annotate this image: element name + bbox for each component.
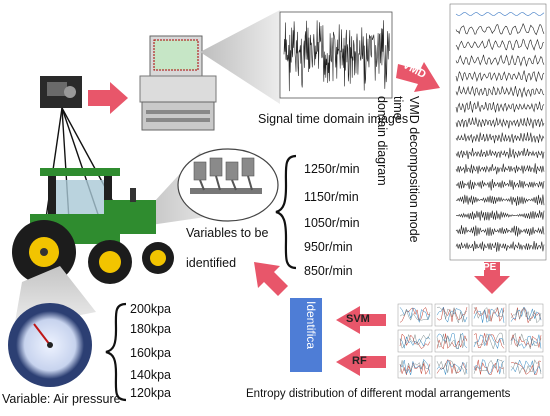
pressure-gauge-image bbox=[8, 303, 92, 387]
entropy-trace bbox=[399, 333, 431, 349]
variable-air-pressure-label: Variable: Air pressure bbox=[2, 392, 121, 406]
pressure-value: 140kpa bbox=[130, 368, 172, 382]
vmd-title-line1: VMD decomposition mode time bbox=[391, 96, 421, 243]
signal-time-domain-label: Signal time domain images bbox=[258, 112, 409, 126]
arrow-vmd bbox=[396, 62, 440, 92]
entropy-trace bbox=[510, 359, 542, 376]
entropy-trace bbox=[510, 359, 542, 375]
entropy-trace bbox=[436, 359, 468, 375]
vmd-mode-trace bbox=[455, 70, 545, 82]
sensor-photo bbox=[40, 76, 82, 108]
entropy-trace bbox=[436, 306, 468, 322]
vmd-title-label: VMD decomposition mode time domain diagr… bbox=[374, 96, 422, 266]
arrow-label-pe: PE bbox=[483, 262, 497, 273]
entropy-trace bbox=[399, 361, 431, 376]
entropy-trace bbox=[510, 332, 542, 350]
entropy-trace bbox=[399, 308, 431, 321]
entropy-trace bbox=[473, 333, 505, 350]
entropy-trace bbox=[510, 334, 542, 349]
vmd-mode-plot bbox=[449, 3, 547, 261]
arrow-rf bbox=[336, 348, 386, 376]
entropy-subplot bbox=[471, 355, 507, 379]
identifica-box bbox=[290, 298, 322, 372]
daq-equipment bbox=[139, 35, 217, 131]
tractor-image bbox=[12, 168, 174, 284]
entropy-subplot bbox=[471, 329, 507, 353]
vmd-mode-trace bbox=[455, 240, 545, 252]
vmd-title-line2: domain diagram bbox=[375, 96, 389, 186]
entropy-trace bbox=[436, 333, 468, 349]
entropy-trace bbox=[510, 307, 542, 324]
entropy-trace bbox=[510, 360, 542, 375]
vmd-mode-trace bbox=[455, 178, 545, 191]
pressure-value: 160kpa bbox=[130, 346, 172, 360]
identified-label: identified bbox=[186, 256, 237, 270]
entropy-trace bbox=[399, 358, 431, 376]
vmd-mode-trace bbox=[455, 210, 545, 221]
pressure-value: 180kpa bbox=[130, 322, 172, 336]
speed-value: 1150r/min bbox=[304, 190, 359, 204]
entropy-trace bbox=[436, 332, 468, 350]
arrow-sensor-to-daq bbox=[88, 82, 128, 114]
speed-value: 1250r/min bbox=[304, 162, 360, 176]
vmd-mode-trace bbox=[455, 54, 545, 67]
entropy-trace bbox=[399, 333, 431, 349]
pressure-value: 200kpa bbox=[130, 302, 172, 316]
entropy-subplot bbox=[434, 303, 470, 327]
entropy-subplot bbox=[471, 303, 507, 327]
identifica-label: Identifica bbox=[304, 301, 318, 350]
engine-pistons-image bbox=[177, 148, 279, 222]
vmd-mode-trace bbox=[455, 132, 545, 144]
entropy-trace bbox=[510, 306, 542, 322]
vmd-mode-trace bbox=[455, 194, 545, 206]
entropy-trace bbox=[473, 358, 505, 375]
entropy-plot-grid bbox=[397, 303, 544, 379]
entropy-trace bbox=[436, 360, 468, 375]
vmd-mode-trace bbox=[455, 23, 545, 36]
entropy-trace bbox=[473, 332, 505, 350]
arrow-label-svm: SVM bbox=[346, 313, 370, 325]
arrow-to-tractor bbox=[254, 262, 288, 296]
speed-value: 1050r/min bbox=[304, 216, 360, 230]
signal-plot bbox=[279, 11, 393, 99]
vmd-mode-trace bbox=[455, 117, 545, 129]
variables-to-be-label: Variables to be bbox=[186, 226, 269, 240]
vmd-mode-trace bbox=[455, 38, 545, 51]
entropy-trace bbox=[399, 360, 431, 373]
speed-value: 950r/min bbox=[304, 240, 353, 254]
vmd-mode-trace bbox=[455, 85, 545, 98]
entropy-trace bbox=[473, 358, 505, 375]
entropy-trace bbox=[473, 333, 505, 349]
vmd-mode-trace bbox=[455, 225, 545, 237]
pressure-brace bbox=[105, 302, 127, 402]
vmd-mode-trace bbox=[455, 12, 545, 16]
arrow-label-rf: RF bbox=[352, 355, 367, 367]
arrow-svm bbox=[336, 306, 386, 334]
entropy-trace bbox=[473, 306, 505, 322]
speed-brace bbox=[275, 154, 297, 270]
entropy-distribution-label: Entropy distribution of different modal … bbox=[246, 388, 511, 400]
entropy-trace bbox=[436, 306, 468, 323]
entropy-trace bbox=[436, 306, 468, 324]
entropy-subplot bbox=[508, 329, 544, 353]
pressure-value: 120kpa bbox=[130, 386, 172, 400]
arrow-pe bbox=[474, 262, 510, 294]
vmd-mode-trace bbox=[455, 163, 545, 175]
speed-value: 850r/min bbox=[304, 264, 353, 278]
zoom-cone-signal bbox=[200, 10, 280, 104]
entropy-trace bbox=[473, 306, 505, 322]
vmd-mode-trace bbox=[455, 147, 545, 159]
vmd-mode-trace bbox=[455, 101, 545, 113]
entropy-trace bbox=[399, 307, 431, 323]
